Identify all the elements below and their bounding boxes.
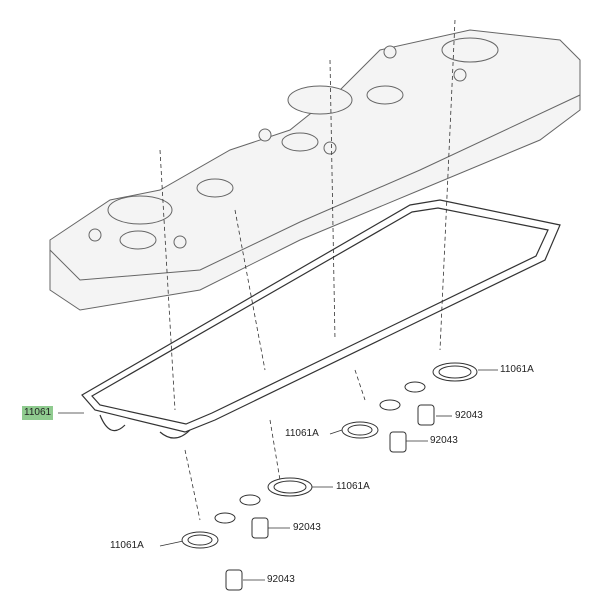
part-label-92043[interactable]: 92043: [455, 410, 483, 421]
part-label-92043[interactable]: 92043: [267, 574, 295, 585]
part-label-92043[interactable]: 92043: [293, 522, 321, 533]
part-label-11061[interactable]: 11061: [22, 406, 54, 420]
bushings-92043: [225, 404, 435, 591]
part-label-92043[interactable]: 92043: [430, 435, 458, 446]
plug-hole-gaskets: [181, 362, 478, 549]
part-label-11061a[interactable]: 11061A: [110, 540, 144, 551]
part-label-11061a[interactable]: 11061A: [500, 364, 534, 375]
cylinder-head-cover: [49, 29, 581, 311]
leader-lines: [58, 19, 498, 581]
part-label-11061a[interactable]: 11061A: [285, 428, 319, 439]
cover-gasket-11061: [81, 199, 561, 439]
part-label-11061a[interactable]: 11061A: [336, 481, 370, 492]
